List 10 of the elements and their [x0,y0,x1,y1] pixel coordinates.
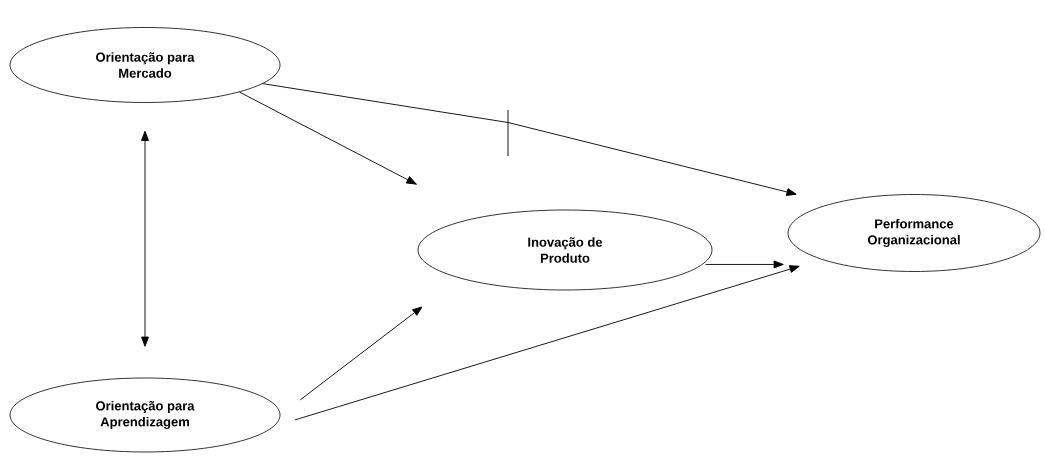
ellipse-node: Orientação para Mercado [9,27,281,103]
arrow [299,306,423,401]
arrow [262,83,797,196]
arrow [239,91,417,185]
arrow [294,265,800,421]
arrow [705,260,784,269]
ellipse-node: Performance Organizacional [787,194,1041,272]
ellipse-node: Inovação de Produto [417,209,713,291]
ellipse-node: Orientação para Aprendizagem [9,377,281,453]
arrow [141,130,149,347]
